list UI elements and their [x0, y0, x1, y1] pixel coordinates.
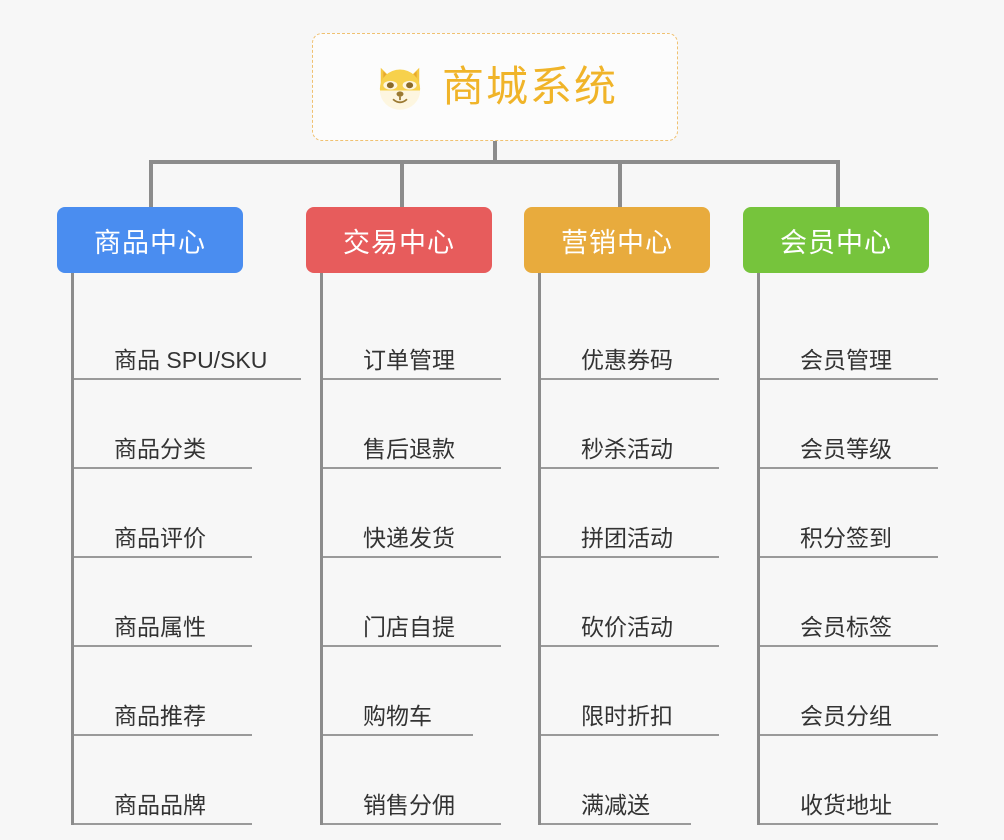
leaf-underline	[541, 823, 691, 825]
leaf-underline	[74, 734, 252, 736]
leaf-label: 拼团活动	[581, 524, 673, 551]
leaf-label: 售后退款	[363, 435, 455, 462]
leaf-underline	[74, 823, 252, 825]
leaf-label: 门店自提	[363, 613, 455, 640]
leaf-label: 会员等级	[800, 435, 892, 462]
leaf-list-marketing: 优惠券码 秒杀活动 拼团活动 砍价活动 限时折扣 满减送	[538, 273, 720, 825]
leaf-label: 商品评价	[114, 524, 206, 551]
leaf-underline	[760, 378, 938, 380]
leaf-label: 会员管理	[800, 346, 892, 373]
list-item[interactable]: 会员管理	[760, 291, 939, 380]
leaf-underline	[541, 378, 719, 380]
leaf-underline	[760, 734, 938, 736]
connector-drop-1	[149, 160, 153, 208]
leaf-label: 满减送	[581, 791, 650, 818]
leaf-label: 收货地址	[800, 791, 892, 818]
category-box-marketing[interactable]: 营销中心	[524, 207, 710, 273]
leaf-underline	[541, 467, 719, 469]
list-item[interactable]: 商品分类	[74, 380, 287, 469]
list-item[interactable]: 会员等级	[760, 380, 939, 469]
leaf-label: 限时折扣	[581, 702, 673, 729]
leaf-underline	[541, 645, 719, 647]
leaf-list-transaction: 订单管理 售后退款 快递发货 门店自提 购物车 销售分佣	[320, 273, 502, 825]
list-item[interactable]: 会员标签	[760, 558, 939, 647]
leaf-underline	[760, 823, 938, 825]
category-label: 商品中心	[94, 227, 206, 258]
root-node[interactable]: 商城系统	[312, 33, 678, 141]
list-item[interactable]: 销售分佣	[323, 736, 502, 825]
leaf-label: 订单管理	[363, 346, 455, 373]
leaf-label: 购物车	[363, 702, 432, 729]
leaf-underline	[541, 734, 719, 736]
leaf-underline	[760, 556, 938, 558]
leaf-label: 快递发货	[363, 524, 455, 551]
leaf-label: 商品属性	[114, 613, 206, 640]
list-item[interactable]: 拼团活动	[541, 469, 720, 558]
list-item[interactable]: 会员分组	[760, 647, 939, 736]
leaf-label: 秒杀活动	[581, 435, 673, 462]
leaf-label: 销售分佣	[363, 791, 455, 818]
leaf-label: 积分签到	[800, 524, 892, 551]
leaf-underline	[74, 467, 252, 469]
category-label: 交易中心	[343, 227, 455, 258]
list-item[interactable]: 砍价活动	[541, 558, 720, 647]
connector-horizontal-bus	[149, 160, 840, 164]
list-item[interactable]: 积分签到	[760, 469, 939, 558]
leaf-underline	[74, 556, 252, 558]
list-item[interactable]: 商品品牌	[74, 736, 287, 825]
leaf-label: 商品 SPU/SKU	[114, 346, 268, 373]
leaf-underline	[323, 556, 501, 558]
branch-column-marketing: 营销中心 优惠券码 秒杀活动 拼团活动 砍价活动 限时折扣	[524, 207, 720, 825]
leaf-underline	[74, 645, 252, 647]
leaf-label: 商品推荐	[114, 702, 206, 729]
leaf-underline	[323, 734, 473, 736]
leaf-underline	[323, 823, 501, 825]
category-box-member[interactable]: 会员中心	[743, 207, 929, 273]
shiba-dog-icon	[372, 59, 428, 115]
leaf-label: 砍价活动	[581, 613, 673, 640]
list-item[interactable]: 满减送	[541, 736, 720, 825]
leaf-underline	[323, 467, 501, 469]
list-item[interactable]: 购物车	[323, 647, 502, 736]
branch-column-member: 会员中心 会员管理 会员等级 积分签到 会员标签 会员分组	[743, 207, 939, 825]
leaf-underline	[760, 645, 938, 647]
leaf-list-member: 会员管理 会员等级 积分签到 会员标签 会员分组 收货地址	[757, 273, 939, 825]
list-item[interactable]: 收货地址	[760, 736, 939, 825]
list-item[interactable]: 商品 SPU/SKU	[74, 291, 301, 380]
leaf-list-product: 商品 SPU/SKU 商品分类 商品评价 商品属性 商品推荐 商品品牌	[71, 273, 301, 825]
list-item[interactable]: 快递发货	[323, 469, 502, 558]
leaf-label: 商品分类	[114, 435, 206, 462]
leaf-underline	[760, 467, 938, 469]
branch-column-transaction: 交易中心 订单管理 售后退款 快递发货 门店自提 购物车	[306, 207, 502, 825]
leaf-underline	[74, 378, 301, 380]
category-label: 会员中心	[780, 227, 892, 258]
connector-drop-2	[400, 160, 404, 208]
list-item[interactable]: 商品属性	[74, 558, 287, 647]
category-box-transaction[interactable]: 交易中心	[306, 207, 492, 273]
connector-root-stem	[493, 141, 497, 163]
list-item[interactable]: 优惠券码	[541, 291, 720, 380]
leaf-underline	[323, 645, 501, 647]
branch-column-product: 商品中心 商品 SPU/SKU 商品分类 商品评价 商品属性 商品推荐	[57, 207, 301, 825]
list-item[interactable]: 限时折扣	[541, 647, 720, 736]
leaf-label: 会员分组	[800, 702, 892, 729]
connector-drop-4	[836, 160, 840, 208]
list-item[interactable]: 商品推荐	[74, 647, 287, 736]
list-item[interactable]: 订单管理	[323, 291, 502, 380]
root-title: 商城系统	[441, 63, 618, 110]
list-item[interactable]: 商品评价	[74, 469, 287, 558]
list-item[interactable]: 门店自提	[323, 558, 502, 647]
leaf-underline	[541, 556, 719, 558]
leaf-label: 优惠券码	[581, 346, 673, 373]
leaf-label: 会员标签	[800, 613, 892, 640]
category-label: 营销中心	[561, 227, 673, 258]
list-item[interactable]: 秒杀活动	[541, 380, 720, 469]
list-item[interactable]: 售后退款	[323, 380, 502, 469]
connector-drop-3	[618, 160, 622, 208]
leaf-underline	[323, 378, 501, 380]
category-box-product[interactable]: 商品中心	[57, 207, 243, 273]
leaf-label: 商品品牌	[114, 791, 206, 818]
